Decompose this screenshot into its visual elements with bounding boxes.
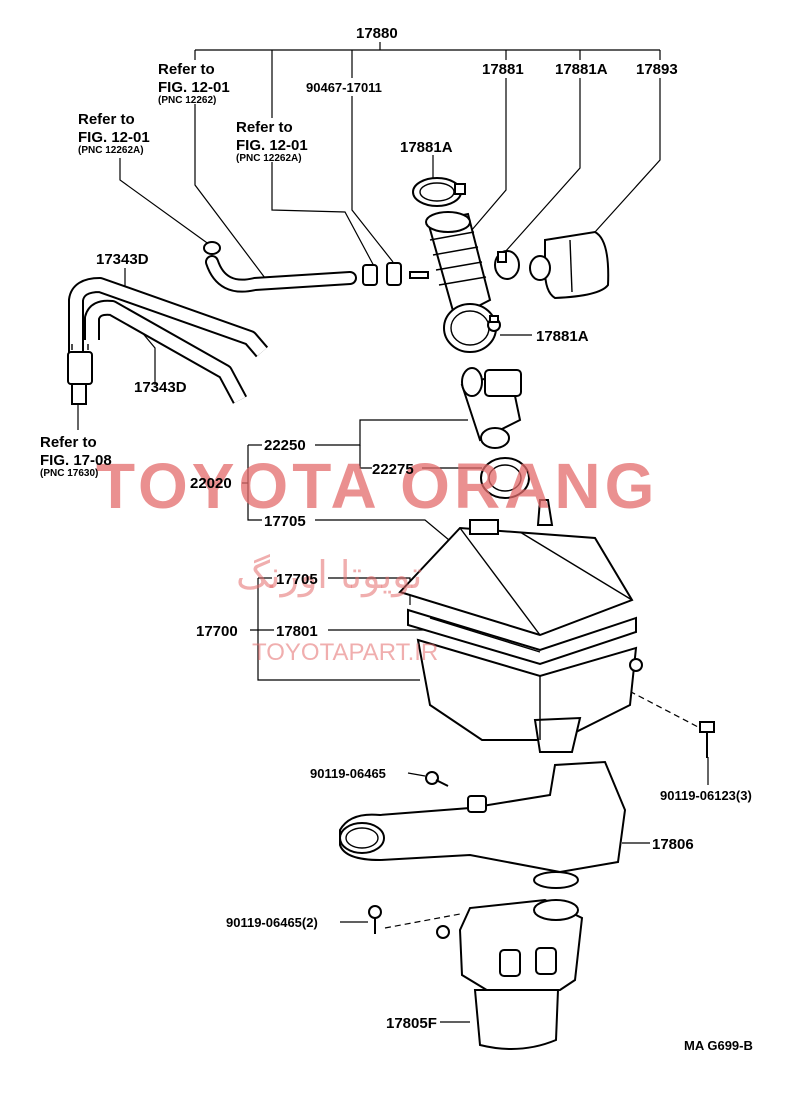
- ref-2-line3: (PNC 12262A): [78, 145, 144, 156]
- ref-1-line3: (PNC 12262): [158, 95, 216, 106]
- part-label-90119-06465-2: 90119-06465(2): [226, 915, 318, 930]
- resonator-17893: [529, 230, 610, 300]
- airflow-meter-22250: [460, 367, 522, 449]
- hose-clamp-17881A-top: [412, 177, 466, 207]
- intake-hose-17881: [409, 211, 497, 353]
- part-label-17881A-top: 17881A: [555, 61, 608, 78]
- part-label-17700: 17700: [196, 623, 238, 640]
- part-label-17805F: 17805F: [386, 1015, 437, 1032]
- watermark-main: TOYOTA ORANG: [96, 450, 658, 522]
- part-label-90119-06123: 90119-06123(3): [660, 788, 752, 803]
- part-label-17881: 17881: [482, 61, 524, 78]
- part-label-17881A-clamp: 17881A: [400, 139, 453, 156]
- ref-3-line1: Refer to: [236, 119, 293, 136]
- air-intake-duct-17805F: [436, 898, 584, 1050]
- part-label-17881A-lower: 17881A: [536, 328, 589, 345]
- ref-4-line3: (PNC 17630): [40, 468, 98, 479]
- part-label-90119-06465: 90119-06465: [310, 766, 386, 781]
- part-label-90467: 90467-17011: [306, 80, 382, 95]
- air-filter-element-17801: [407, 608, 637, 666]
- bolt-90119-06123: [699, 721, 715, 758]
- bolt-90119-06465-x2: [368, 905, 382, 934]
- gasket-22275: [480, 457, 530, 499]
- ref-2-line2: FIG. 12-01: [78, 129, 150, 146]
- ref-3-line3: (PNC 12262A): [236, 153, 302, 164]
- part-label-22020: 22020: [190, 475, 232, 492]
- air-cleaner-cap-17705: [398, 499, 634, 637]
- part-label-17801: 17801: [276, 623, 318, 640]
- ref-2-line1: Refer to: [78, 111, 135, 128]
- hose-clip-right: [386, 262, 402, 286]
- ref-4-line2: FIG. 17-08: [40, 452, 112, 469]
- diagram-code: MA G699-B: [684, 1038, 753, 1053]
- ref-4-line1: Refer to: [40, 434, 97, 451]
- part-label-17806: 17806: [652, 836, 694, 853]
- bolt-90119-06465: [425, 771, 449, 787]
- hose-clip-left: [362, 264, 378, 286]
- ref-1-line2: FIG. 12-01: [158, 79, 230, 96]
- part-label-22275: 22275: [372, 461, 414, 478]
- vacuum-hoses-17343D: [67, 277, 269, 405]
- hose-clamp-17881A-lower: [487, 315, 501, 332]
- leader-lines: [77, 42, 709, 1023]
- watermark-url: TOYOTAPART.IR: [252, 639, 438, 666]
- ref-1-line1: Refer to: [158, 61, 215, 78]
- part-label-17893: 17893: [636, 61, 678, 78]
- part-label-17705-b: 17705: [276, 571, 318, 588]
- air-inlet-duct-17806: [339, 760, 627, 889]
- part-label-17880: 17880: [356, 25, 398, 42]
- part-label-17705-a: 17705: [264, 513, 306, 530]
- part-label-22250: 22250: [264, 437, 306, 454]
- part-label-17343D-b: 17343D: [134, 379, 187, 396]
- breather-hose: [203, 241, 357, 293]
- hose-clamp-17881A-right: [494, 250, 520, 280]
- watermark-farsi: تویوتا اورنگ: [236, 553, 423, 598]
- air-cleaner-case-17700: [416, 638, 643, 753]
- ref-3-line2: FIG. 12-01: [236, 137, 308, 154]
- part-label-17343D-a: 17343D: [96, 251, 149, 268]
